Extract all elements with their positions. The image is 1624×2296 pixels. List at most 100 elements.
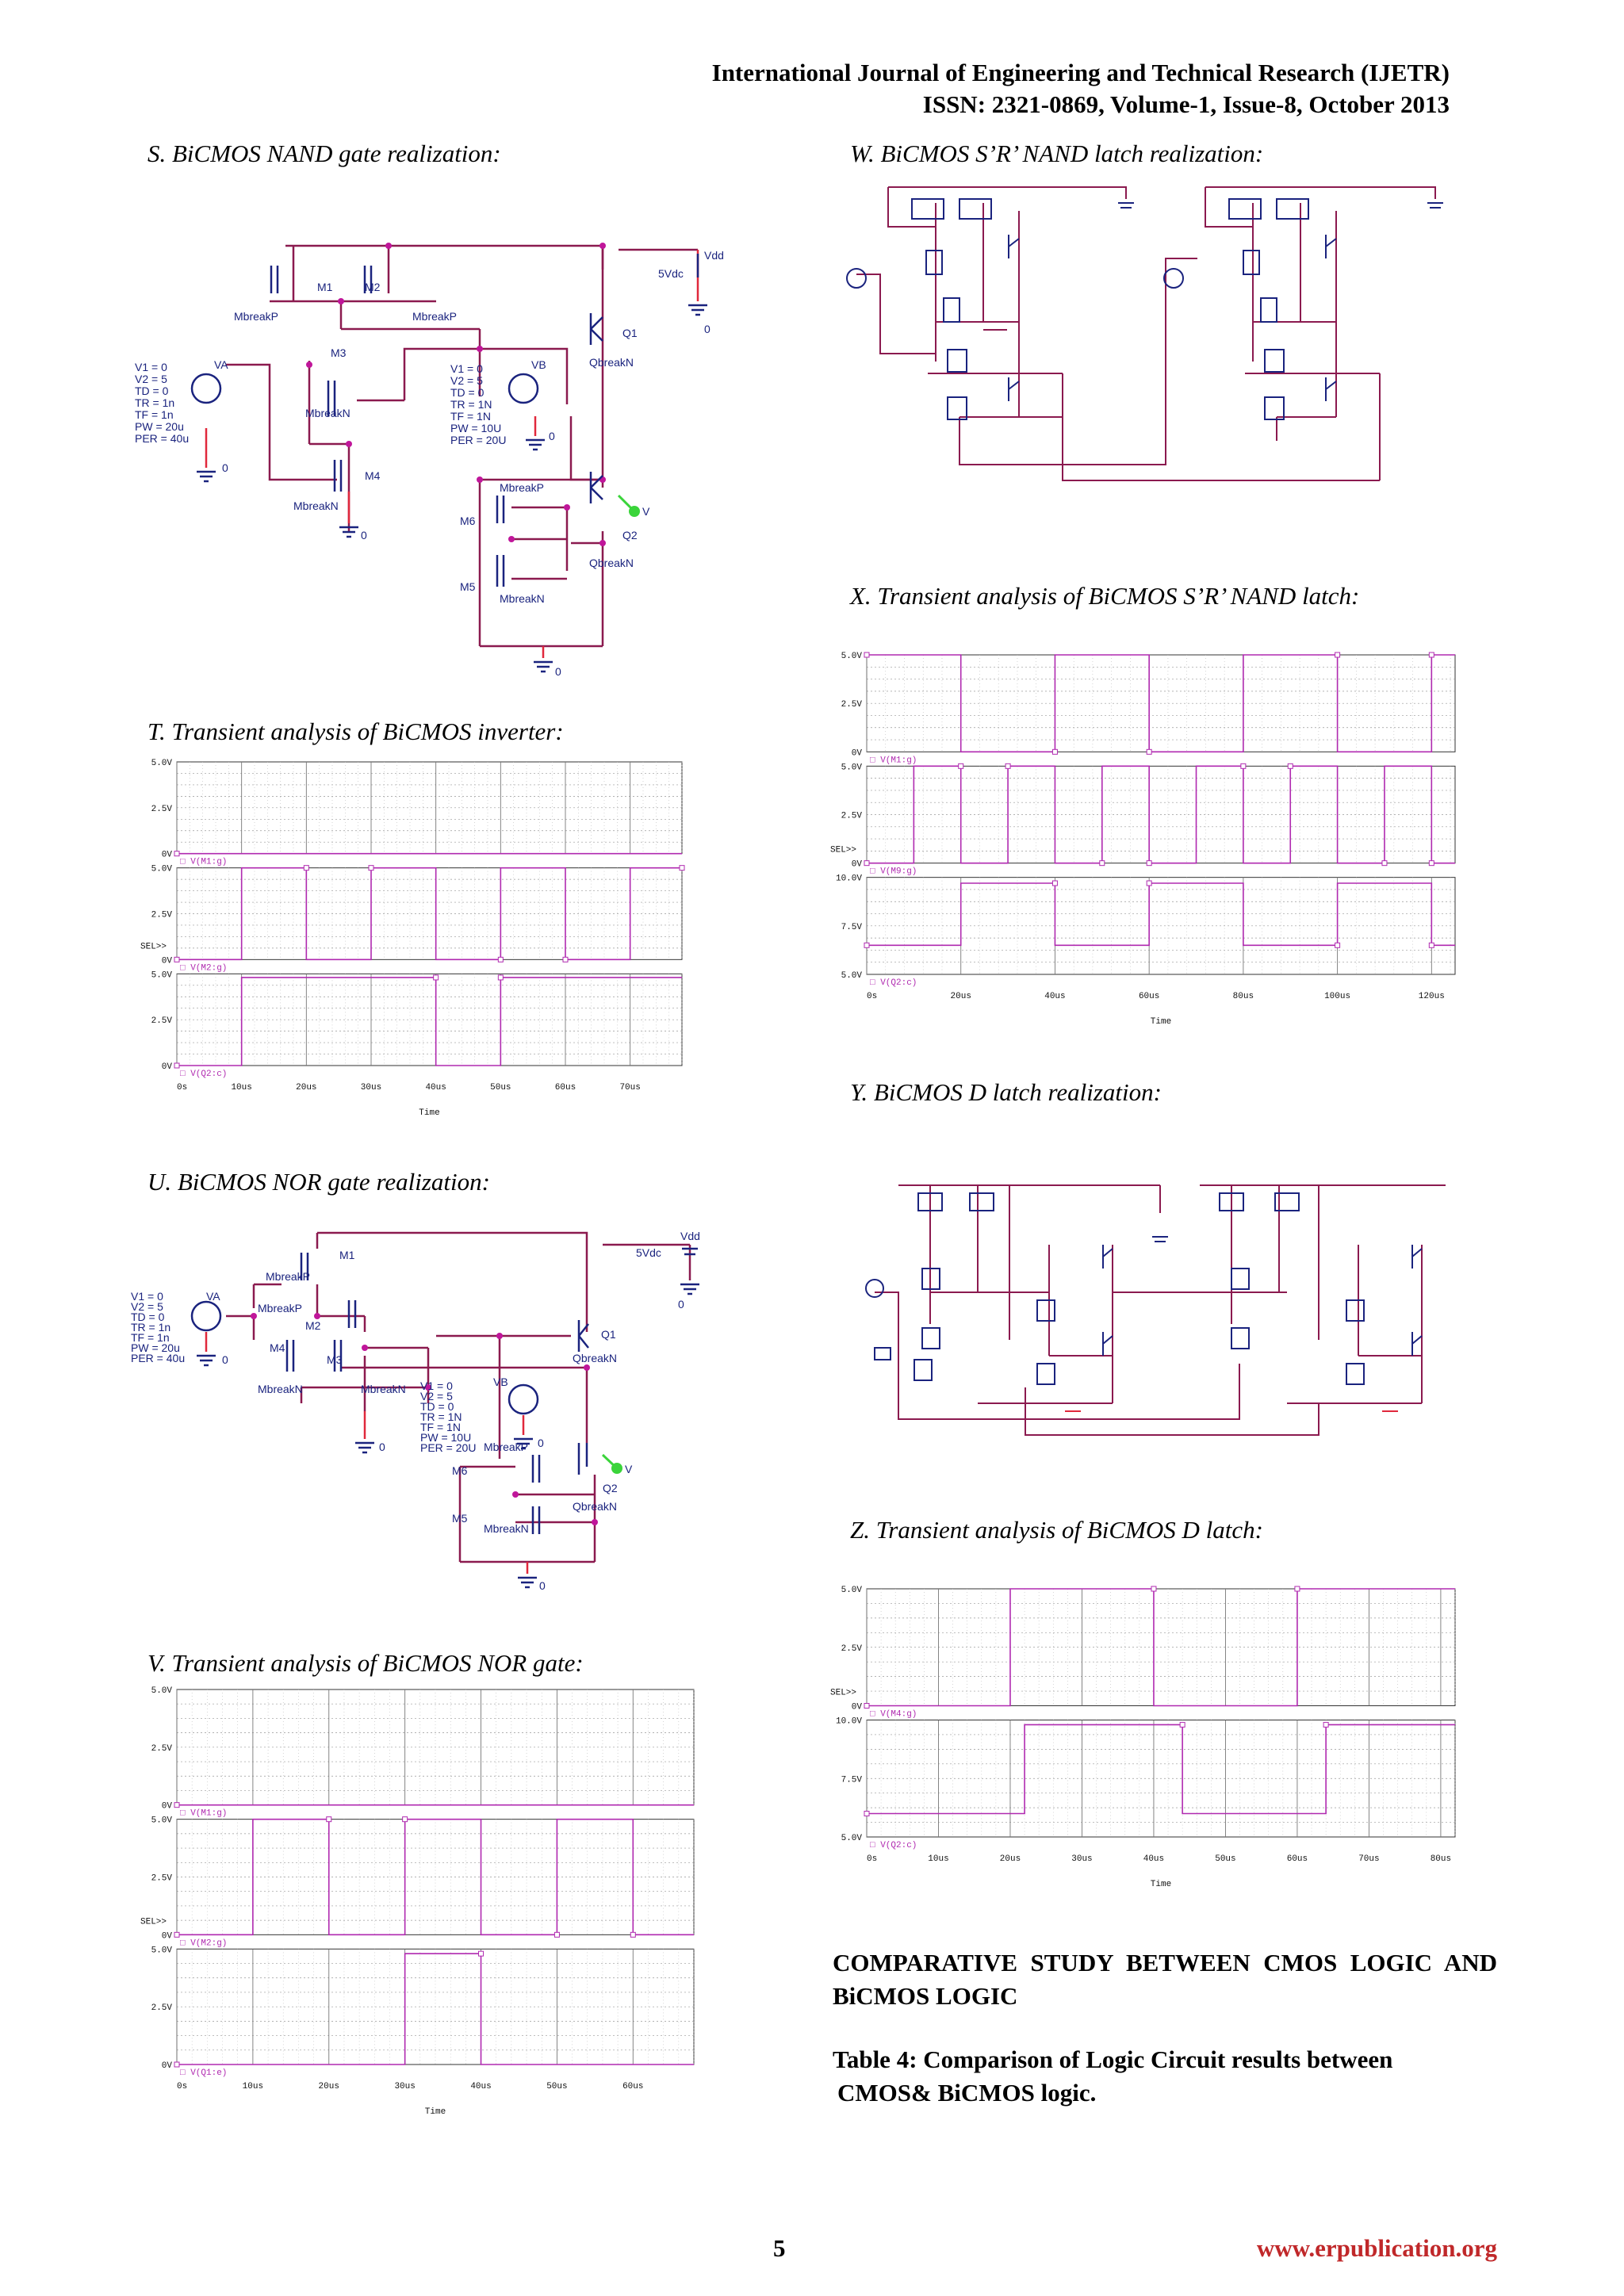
svg-text:TF = 1N: TF = 1N [420, 1421, 461, 1433]
x-tick-label: 80us [1233, 992, 1254, 1001]
trace-marker [1146, 860, 1152, 867]
x-tick-label: 10us [928, 1854, 948, 1864]
caption-s: S. BiCMOS NAND gate realization: [147, 140, 501, 167]
trace-marker [562, 956, 569, 962]
caption-u: U. BiCMOS NOR gate realization: [147, 1168, 490, 1196]
sel-marker: SEL>> [830, 1689, 856, 1698]
y-tick-label: 0V [162, 1062, 173, 1072]
nor-gnd-out: 0 [539, 1579, 546, 1592]
nor-mbreakn-1: MbreakN [258, 1383, 303, 1395]
y-tick-label: 5.0V [151, 1686, 173, 1696]
caption-z: Z. Transient analysis of BiCMOS D latch: [850, 1516, 1263, 1544]
caption-w: W. BiCMOS S’R’ NAND latch realization: [850, 140, 1264, 167]
trace-marker [1240, 763, 1247, 769]
signal-label: □ V(M1:g) [180, 858, 227, 867]
trace-marker [679, 865, 685, 871]
nor-vb-params: V1 = 0 V2 = 5 TD = 0 TR = 1N TF = 1N PW … [420, 1380, 476, 1454]
trace-marker [1151, 1586, 1157, 1592]
caption-t: T. Transient analysis of BiCMOS inverter… [147, 718, 564, 745]
svg-text:V2 = 5: V2 = 5 [450, 374, 483, 387]
y-tick-label: 5.0V [151, 759, 173, 768]
sr-latch-schematic [825, 179, 1495, 520]
svg-text:TD = 0: TD = 0 [420, 1400, 454, 1413]
x-tick-label: 10us [231, 1083, 251, 1093]
x-tick-label: 0s [177, 2082, 187, 2091]
y-tick-label: 10.0V [836, 1717, 862, 1727]
svg-text:PER = 40u: PER = 40u [131, 1352, 185, 1364]
nand-mbreakp-2: MbreakP [412, 310, 457, 323]
trace-marker [864, 1811, 870, 1816]
y-tick-label: 5.0V [151, 1816, 173, 1826]
trace-marker [1323, 1721, 1329, 1728]
trace-marker [174, 1931, 180, 1938]
nand-m3-label: M3 [331, 346, 347, 359]
x-axis-label: Time [1151, 1880, 1171, 1889]
y-tick-label: 2.5V [151, 805, 173, 814]
y-tick-label: 5.0V [841, 652, 863, 661]
nand-gnd-out: 0 [555, 665, 561, 678]
x-tick-label: 60us [622, 2082, 643, 2091]
trace-marker [497, 956, 504, 962]
nand-q2-label: Q2 [622, 529, 638, 541]
x-tick-label: 30us [1071, 1854, 1092, 1864]
nor-gnd-m3: 0 [379, 1441, 385, 1453]
x-tick-label: 30us [361, 1083, 381, 1093]
trace-marker [864, 860, 870, 867]
trace-marker [326, 1816, 332, 1823]
sel-marker: SEL>> [830, 846, 856, 855]
trace-line [177, 977, 682, 1066]
x-axis-label: Time [419, 1108, 439, 1118]
trace-marker [864, 942, 870, 948]
nor-q1-label: Q1 [601, 1328, 616, 1341]
x-tick-label: 30us [394, 2082, 415, 2091]
trace-marker [174, 2061, 180, 2068]
x-tick-label: 50us [1215, 1854, 1235, 1864]
journal-url[interactable]: www.erpublication.org [1256, 2234, 1497, 2262]
signal-label: □ V(M2:g) [180, 1938, 227, 1948]
nor-probe-label: V [625, 1463, 633, 1475]
sel-marker: SEL>> [140, 1917, 167, 1927]
nand-m5-label: M5 [460, 580, 476, 593]
nand-va-label: VA [214, 358, 228, 371]
y-tick-label: 5.0V [151, 970, 173, 980]
trace-line [867, 1588, 1455, 1707]
trace-marker [1335, 942, 1341, 948]
trace-marker [1428, 942, 1434, 948]
x-tick-label: 100us [1324, 992, 1350, 1001]
trace-marker [303, 865, 309, 871]
x-tick-label: 10us [243, 2082, 263, 2091]
nor-mbreakn-2: MbreakN [361, 1383, 406, 1395]
x-tick-label: 70us [1358, 1854, 1379, 1864]
trace-marker [1428, 652, 1434, 658]
trace-marker [1428, 860, 1434, 867]
x-tick-label: 40us [1143, 1854, 1164, 1864]
nor-m6-label: M6 [452, 1464, 468, 1477]
trace-marker [1294, 1586, 1300, 1592]
nor-m1-label: M1 [339, 1249, 355, 1261]
x-tick-label: 20us [319, 2082, 339, 2091]
nand-m6-label: M6 [460, 515, 476, 527]
svg-text:PW = 20u: PW = 20u [135, 420, 184, 433]
y-tick-label: 0V [852, 860, 863, 870]
nand-mbreakp-1: MbreakP [234, 310, 278, 323]
y-tick-label: 0V [162, 2061, 173, 2071]
nand-m4-label: M4 [365, 469, 381, 482]
y-tick-label: 5.0V [151, 1946, 173, 1955]
nor-m2-label: M2 [305, 1319, 321, 1332]
nor-gate-schematic: Vdd 5Vdc 0 M1 M2 M3 M4 M5 M6 Q1 Q2 Mbrea… [127, 1221, 730, 1617]
x-tick-label: 80us [1431, 1854, 1451, 1864]
x-tick-label: 120us [1419, 992, 1445, 1001]
svg-text:TD = 0: TD = 0 [450, 386, 485, 399]
trace-line [867, 1724, 1455, 1815]
table-caption-line-1: Table 4: Comparison of Logic Circuit res… [833, 2045, 1393, 2073]
nor-gnd-vb: 0 [538, 1437, 544, 1449]
page-number: 5 [773, 2234, 786, 2262]
nor-m5-label: M5 [452, 1512, 468, 1525]
x-tick-label: 70us [619, 1083, 640, 1093]
issn-line: ISSN: 2321-0869, Volume-1, Issue-8, Octo… [922, 90, 1450, 118]
trace-line [177, 1953, 694, 2065]
nand-qbreakn-1: QbreakN [589, 356, 634, 369]
x-tick-label: 0s [867, 992, 877, 1001]
section-heading: COMPARATIVE STUDY BETWEEN CMOS LOGIC AND… [833, 1949, 1497, 2010]
